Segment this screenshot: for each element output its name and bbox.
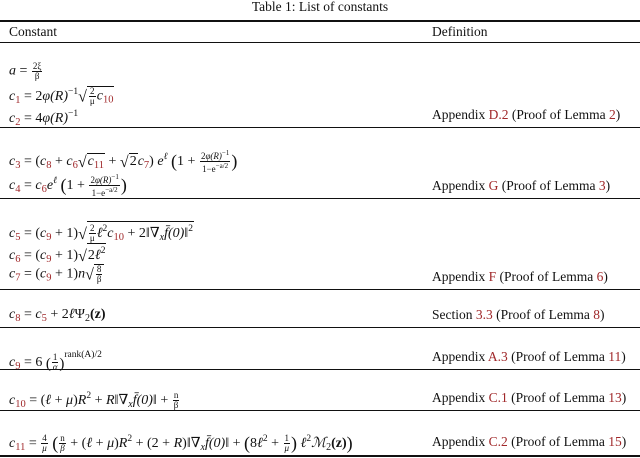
table-caption: Table 1: List of constants <box>251 0 389 14</box>
lemma-link[interactable]: 13 <box>608 390 622 405</box>
definition-cell: Appendix D.2 (Proof of Lemma 2) <box>432 107 621 122</box>
definition-cell: Appendix G (Proof of Lemma 3) <box>432 178 611 193</box>
top-rule <box>0 20 640 22</box>
row-rule <box>0 127 640 128</box>
appendix-link[interactable]: D.2 <box>488 107 509 122</box>
lemma-link[interactable]: 15 <box>608 434 622 449</box>
bottom-rule <box>0 455 640 457</box>
formula-c3: c3 = (c8 + c6√c11 + √2c7) eℓ (1 + 2φ(R)−… <box>9 149 238 175</box>
appendix-link[interactable]: C.2 <box>488 434 508 449</box>
lemma-link[interactable]: 8 <box>593 307 600 322</box>
row-rule <box>0 327 640 328</box>
definition-cell: Appendix F (Proof of Lemma 6) <box>432 269 608 284</box>
header-definition: Definition <box>432 24 488 39</box>
definition-cell: Appendix A.3 (Proof of Lemma 11) <box>432 349 626 364</box>
definition-cell: Appendix C.2 (Proof of Lemma 15) <box>432 434 627 449</box>
lemma-link[interactable]: 11 <box>608 349 622 364</box>
formula-c2: c2 = 4φ(R)−1 <box>9 109 79 128</box>
appendix-link[interactable]: G <box>488 178 499 193</box>
row-rule <box>0 198 640 199</box>
row-rule <box>0 369 640 370</box>
lemma-link[interactable]: 6 <box>596 269 604 284</box>
lemma-link[interactable]: 2 <box>608 107 616 122</box>
row-rule <box>0 289 640 290</box>
appendix-link[interactable]: F <box>488 269 497 284</box>
formula-c8: c8 = c5 + 2ℓΨ2(z) <box>9 307 106 324</box>
header-constant: Constant <box>9 24 58 39</box>
header-rule <box>0 42 640 43</box>
appendix-link[interactable]: A.3 <box>487 349 508 364</box>
row-rule <box>0 410 640 411</box>
formula-c6: c6 = (c9 + 1)√2ℓ2 <box>9 243 107 269</box>
appendix-link[interactable]: C.1 <box>488 390 508 405</box>
section-link[interactable]: 3.3 <box>475 307 493 322</box>
definition-cell: Section 3.3 (Proof of Lemma 8) <box>432 307 605 322</box>
lemma-link[interactable]: 3 <box>598 178 606 193</box>
definition-cell: Appendix C.1 (Proof of Lemma 13) <box>432 390 627 405</box>
